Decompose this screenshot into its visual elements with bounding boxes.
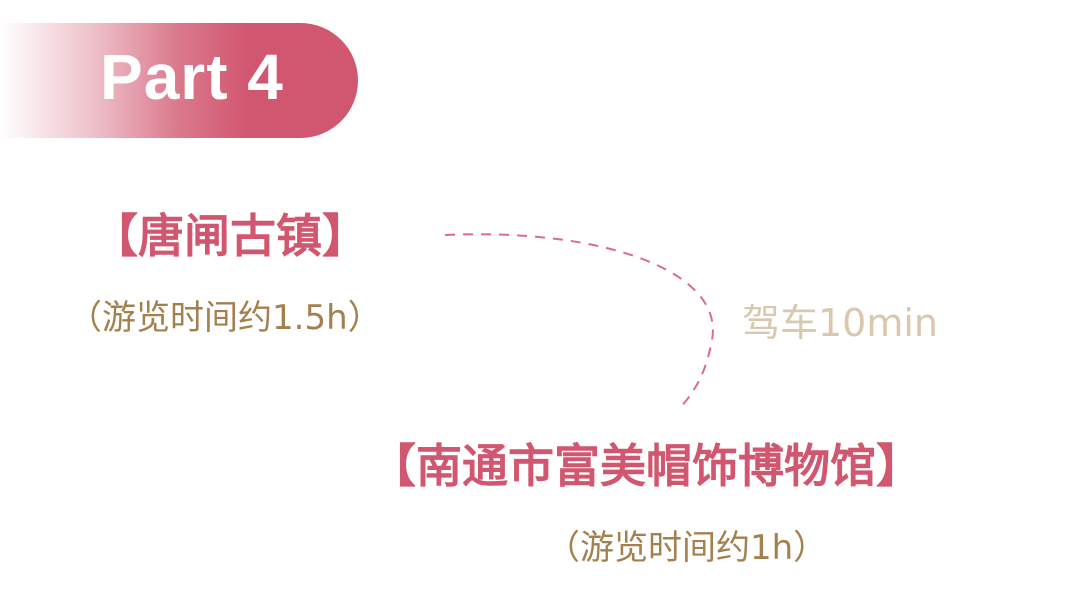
stop-2-duration: （游览时间约1h） bbox=[546, 528, 828, 568]
stop-1-name: 【唐闸古镇】 bbox=[92, 209, 368, 263]
part-banner bbox=[0, 23, 358, 138]
part-label: Part 4 bbox=[100, 41, 284, 113]
transit-label: 驾车10min bbox=[742, 301, 939, 345]
stop-2-name: 【南通市富美帽饰博物馆】 bbox=[370, 439, 922, 493]
stop-1-duration: （游览时间约1.5h） bbox=[68, 298, 382, 338]
